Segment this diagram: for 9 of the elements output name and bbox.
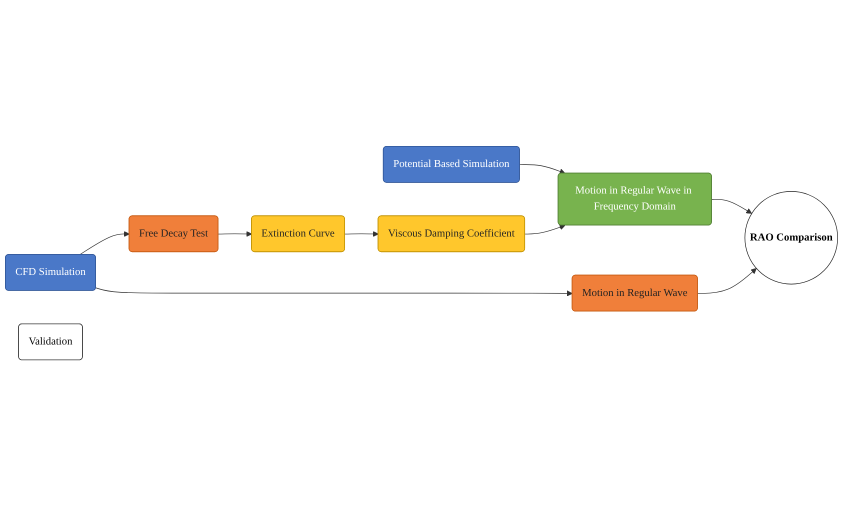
arrow bbox=[712, 198, 752, 214]
arrow bbox=[698, 268, 757, 294]
arrow bbox=[79, 230, 130, 255]
node-circle: RAO Comparison bbox=[744, 190, 838, 284]
arrow bbox=[524, 224, 566, 234]
arrow bbox=[218, 230, 252, 237]
arrow bbox=[344, 230, 379, 237]
arrow bbox=[96, 287, 573, 296]
arrow bbox=[520, 164, 566, 174]
